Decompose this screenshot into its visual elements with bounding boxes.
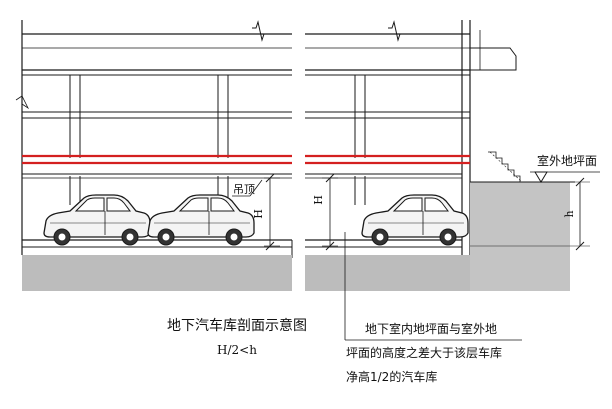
note-line-3: 净高1/2的汽车库 — [346, 369, 437, 384]
height-H-left: H — [252, 209, 265, 219]
formula-label: H/2<h — [217, 343, 257, 357]
height-H-right: H — [312, 195, 325, 205]
diagram-title: 地下汽车库剖面示意图 — [167, 317, 307, 334]
height-h: h — [563, 210, 576, 217]
right-section: 室外地坪面 H h — [305, 20, 600, 341]
note-line-1: 地下室内地坪面与室外地 — [365, 321, 497, 336]
car-icon — [361, 194, 469, 246]
note-line-2: 坪面的高度之差大于该层车库 — [346, 345, 502, 360]
car-icon — [43, 194, 151, 246]
car-icon — [147, 194, 255, 246]
break-mark-icon — [252, 20, 268, 42]
ground-fill-left — [22, 255, 292, 291]
ground-level-triangle-icon — [530, 171, 600, 183]
exterior-earth — [470, 182, 570, 291]
break-mark-icon — [388, 20, 404, 42]
ground-fill-right — [305, 255, 470, 291]
ceiling-label: 吊顶 — [233, 183, 255, 196]
left-section: 吊顶 H — [15, 20, 293, 291]
outdoor-ground-label: 室外地坪面 — [537, 153, 597, 168]
